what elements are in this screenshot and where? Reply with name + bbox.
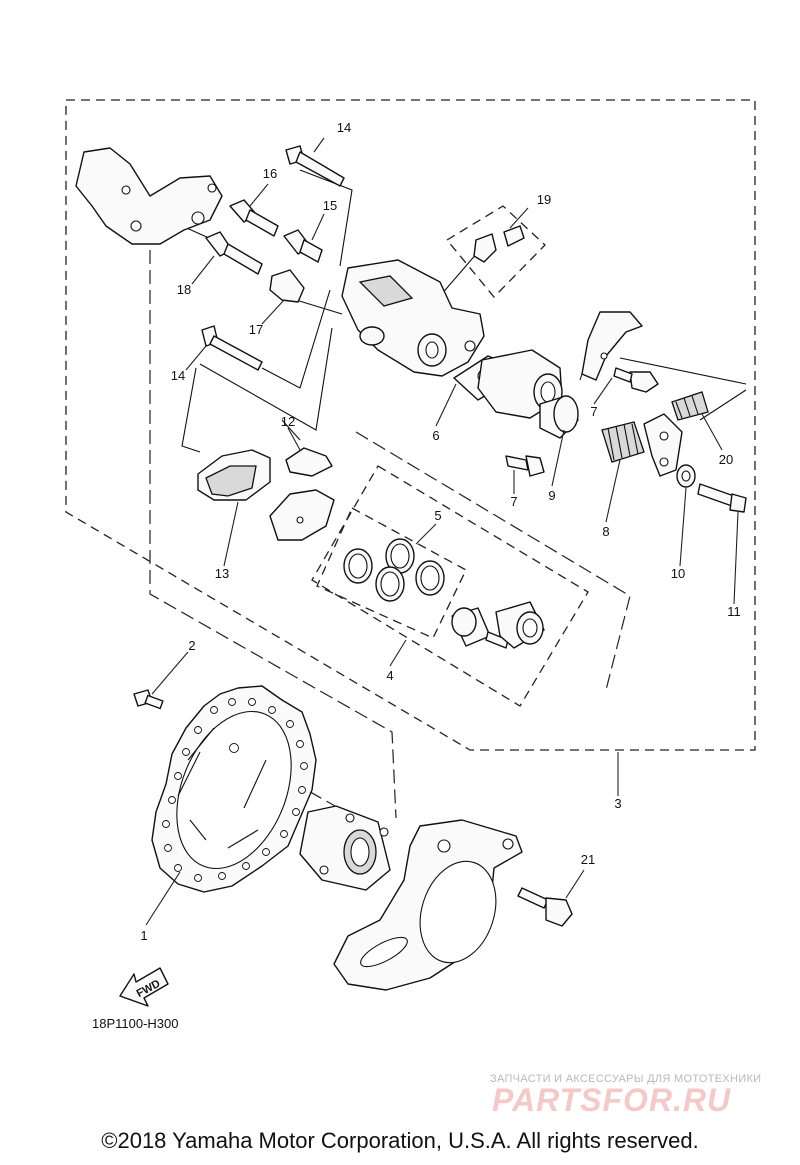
pin-18 xyxy=(205,231,263,275)
seal-kit-outline xyxy=(316,507,467,639)
callout-20: 20 xyxy=(719,452,733,467)
spring-8 xyxy=(601,421,645,463)
leader-lines xyxy=(145,137,739,926)
disc-holes xyxy=(162,698,308,882)
callout-7b: 7 xyxy=(510,494,517,509)
callout-10: 10 xyxy=(671,566,685,581)
copyright-notice: ©2018 Yamaha Motor Corporation, U.S.A. A… xyxy=(101,1128,699,1153)
callout-1: 1 xyxy=(140,928,147,943)
piston-cup xyxy=(539,395,579,439)
washer-10 xyxy=(676,464,696,488)
callout-19: 19 xyxy=(537,192,551,207)
pistons xyxy=(451,601,545,649)
callout-3: 3 xyxy=(614,796,621,811)
caliper-bracket xyxy=(333,819,523,991)
callout-12: 12 xyxy=(281,414,295,429)
callout-13: 13 xyxy=(215,566,229,581)
brake-pad-front xyxy=(197,449,271,501)
pad-spring xyxy=(285,447,333,477)
callout-14b: 14 xyxy=(171,368,185,383)
assembly-line-caliper xyxy=(355,431,631,691)
callout-18: 18 xyxy=(177,282,191,297)
caliper-assembly-outline xyxy=(65,99,756,751)
callout-15: 15 xyxy=(323,198,337,213)
callout-16: 16 xyxy=(263,166,277,181)
callout-labels: 1 2 3 4 5 6 7 7 8 9 10 11 12 13 14 14 15… xyxy=(140,120,740,943)
callout-4: 4 xyxy=(386,668,393,683)
bolt-7-upper xyxy=(613,367,659,393)
boot-17 xyxy=(269,269,305,303)
bracket-bolt xyxy=(517,887,573,927)
callout-7a: 7 xyxy=(590,404,597,419)
caliper-body xyxy=(341,259,485,377)
forward-direction-arrow: FWD xyxy=(119,967,169,1007)
callout-11: 11 xyxy=(727,604,741,619)
assembly-line-bracket xyxy=(149,230,397,819)
caliper-support xyxy=(75,147,223,245)
callout-17: 17 xyxy=(249,322,263,337)
pin-16 xyxy=(229,199,279,237)
bleed-screw-outline xyxy=(446,205,546,298)
callout-14a: 14 xyxy=(337,120,351,135)
bleed-screw xyxy=(473,225,525,263)
diagram-code: 18P1100-H300 xyxy=(92,1016,179,1031)
pin-14-lower xyxy=(201,325,263,371)
lever-arm xyxy=(643,413,683,477)
pin-14-upper xyxy=(285,145,345,187)
callout-6: 6 xyxy=(432,428,439,443)
callout-21: 21 xyxy=(581,852,595,867)
bracket-plate xyxy=(581,311,643,381)
brake-disc xyxy=(151,685,317,893)
pin-15 xyxy=(283,229,323,263)
callout-2: 2 xyxy=(188,638,195,653)
disc-bolt xyxy=(133,689,164,710)
piston-kit-outline xyxy=(311,465,589,707)
brake-pad-rear xyxy=(269,489,335,541)
hub xyxy=(299,805,391,891)
bolt-7-lower xyxy=(505,455,545,477)
bolt-11 xyxy=(697,483,747,513)
seals xyxy=(343,538,445,602)
callout-8: 8 xyxy=(602,524,609,539)
watermark-subtitle: ЗАПЧАСТИ И АКСЕССУАРЫ ДЛЯ МОТОТЕХНИКИ xyxy=(490,1073,762,1085)
callout-5: 5 xyxy=(434,508,441,523)
spring-20 xyxy=(671,391,709,421)
watermark-logo: PARTSFOR.RU xyxy=(492,1082,732,1118)
callout-9: 9 xyxy=(548,488,555,503)
